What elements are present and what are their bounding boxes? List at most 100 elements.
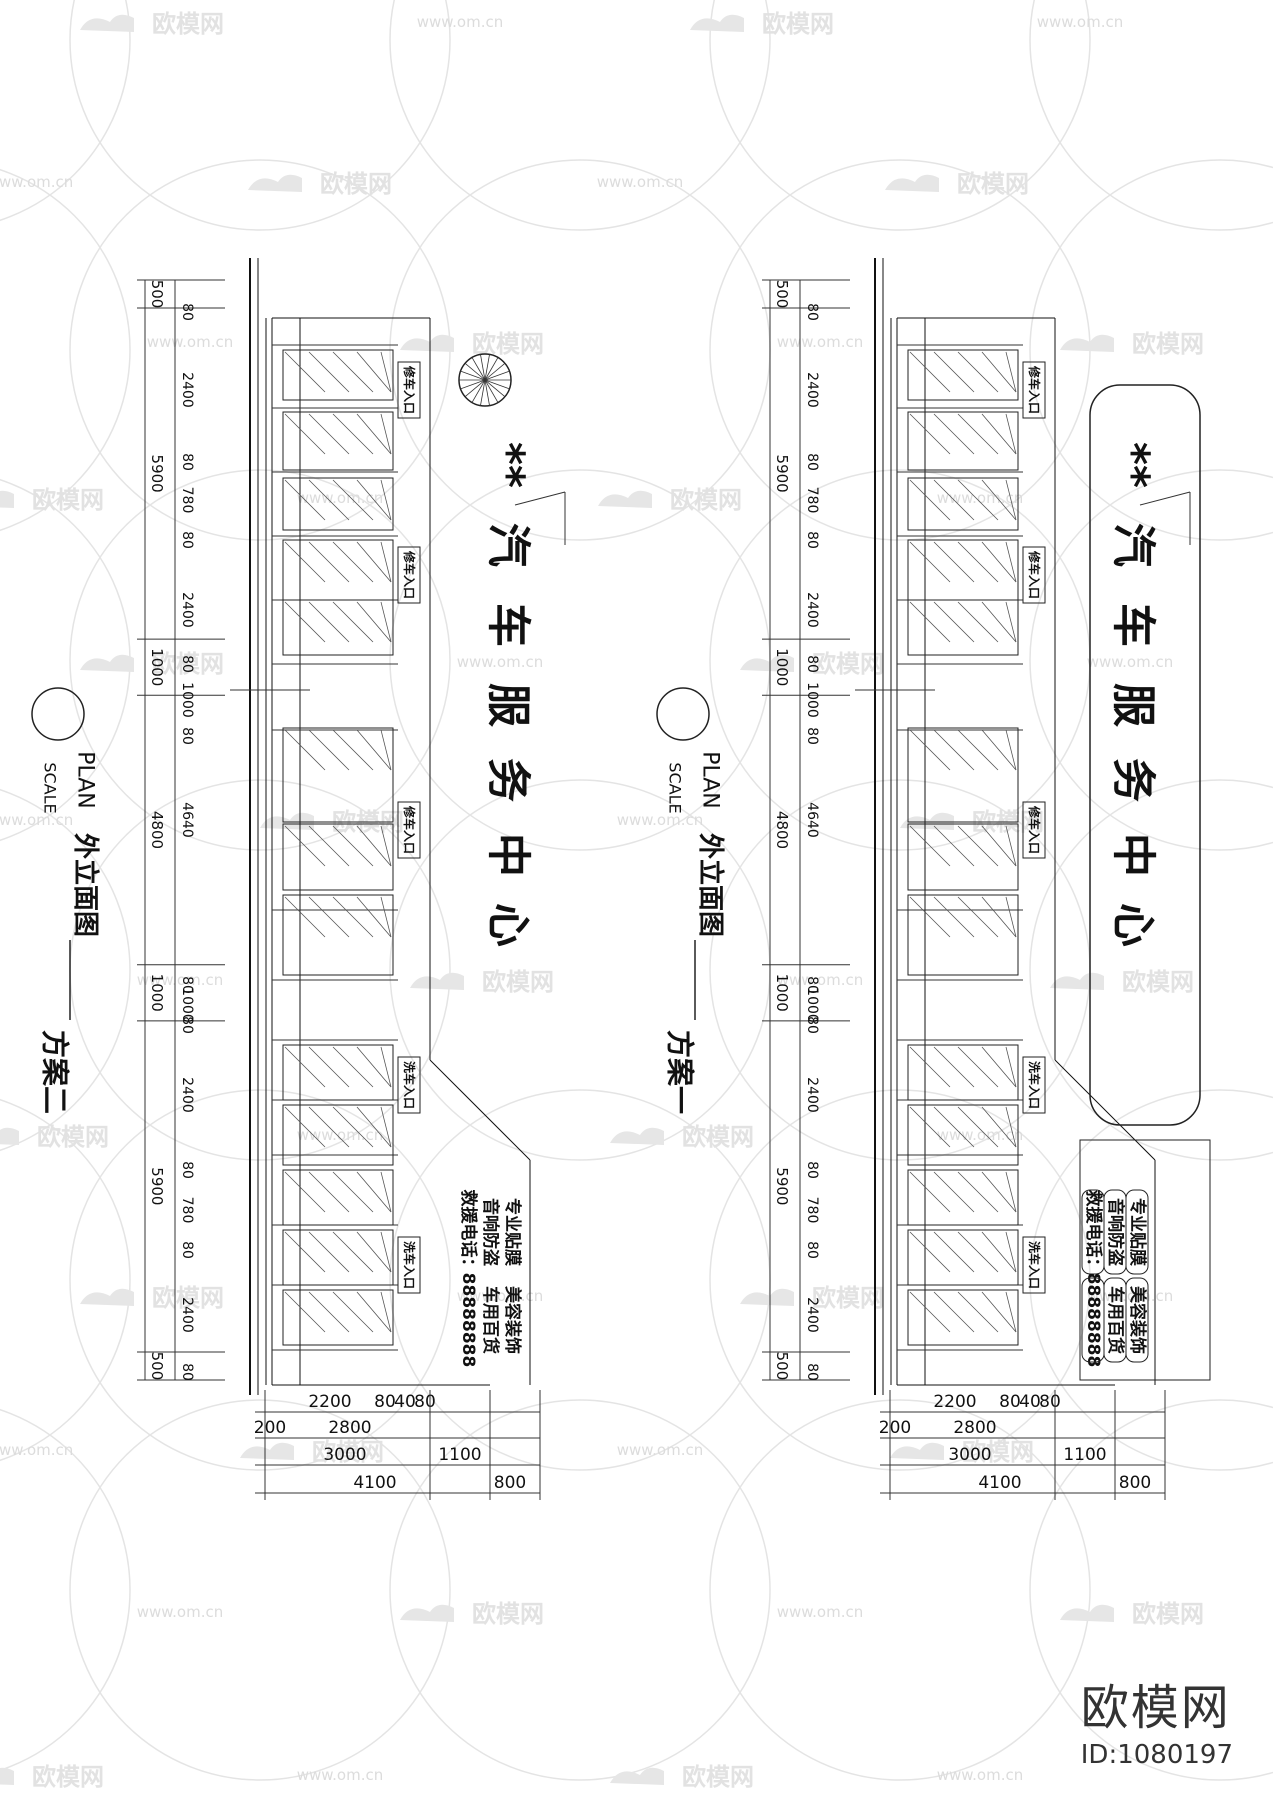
entry-label-frame	[397, 546, 421, 604]
dimension-label: 200	[254, 1418, 286, 1438]
glass-hatch	[380, 825, 392, 867]
glass-hatch	[957, 1106, 999, 1148]
glass-hatch	[308, 413, 350, 455]
glass-hatch	[1005, 729, 1017, 771]
dimension-label: 200	[879, 1418, 911, 1438]
glass-hatch	[380, 1171, 392, 1213]
glass-hatch	[981, 601, 1017, 643]
glass-hatch	[1005, 351, 1017, 393]
glass-door-panel	[907, 599, 1019, 656]
glass-hatch	[380, 601, 392, 643]
watermark-arc	[709, 1089, 1091, 1471]
glass-hatch	[332, 1231, 374, 1273]
dimension-label: 80	[179, 531, 195, 549]
watermark-arc	[1029, 0, 1273, 231]
watermark-arc	[709, 1399, 1091, 1781]
glass-hatch	[308, 479, 350, 521]
glass-hatch	[356, 1231, 392, 1273]
sign-char: 务	[1108, 758, 1159, 802]
wheel-spoke	[480, 379, 486, 406]
slant-line	[429, 1059, 531, 1161]
dimension-label: 1000	[804, 682, 820, 718]
glass-hatch	[957, 1231, 999, 1273]
entry-label-frame	[1022, 1056, 1046, 1114]
service-board-frame	[1079, 1139, 1211, 1381]
watermark-arc	[69, 1399, 451, 1781]
sign-char: 务	[483, 758, 534, 802]
glass-hatch	[332, 479, 374, 521]
entry-label: 洗车入口	[402, 1061, 417, 1109]
dimension-label: 40	[394, 1392, 416, 1412]
watermark-arc	[1029, 1399, 1273, 1781]
watermark-url: www.om.cn	[417, 13, 504, 31]
service-text: 救援电话：	[458, 1190, 479, 1275]
watermark-logo-icon	[80, 1288, 134, 1306]
glass-hatch	[380, 896, 392, 938]
watermark-url: www.om.cn	[777, 1603, 864, 1621]
watermark-logo-icon	[1050, 972, 1104, 990]
service-text: 专业贴膜	[502, 1198, 523, 1266]
dimension-label: 5900	[148, 1167, 166, 1205]
entry-label-frame	[397, 1236, 421, 1294]
glass-hatch	[356, 541, 392, 583]
glass-door-panel	[907, 1229, 1019, 1286]
glass-hatch	[308, 541, 350, 583]
watermark-logo-icon	[900, 812, 954, 830]
watermark-url: www.om.cn	[617, 811, 704, 829]
entry-label-frame	[1022, 361, 1046, 419]
dimension-label: 1100	[438, 1445, 481, 1465]
watermark-brand: 欧模网	[682, 1123, 754, 1151]
glass-hatch	[332, 413, 374, 455]
glass-hatch	[933, 541, 975, 583]
watermark-brand: 欧模网	[682, 1763, 754, 1791]
watermark-url: www.om.cn	[0, 1441, 73, 1459]
watermark-brand: 欧模网	[152, 650, 224, 678]
leader-line	[514, 491, 566, 506]
watermark-brand: 欧模网	[152, 1284, 224, 1312]
watermark-logo-icon	[690, 14, 744, 32]
glass-hatch	[957, 351, 999, 393]
glass-hatch	[933, 601, 975, 643]
dimension-label: 2200	[308, 1392, 351, 1412]
watermark-logo-icon	[740, 654, 794, 672]
glass-hatch	[909, 351, 951, 393]
entry-label: 洗车入口	[1027, 1241, 1042, 1289]
glass-door-panel	[907, 894, 1019, 976]
dimension-label: 780	[179, 1197, 195, 1224]
sign-board-frame	[1089, 384, 1201, 1126]
brand-mark: 欧模网 ID:1080197	[1081, 1668, 1233, 1770]
glass-hatch	[909, 896, 951, 938]
watermark-logo-icon	[0, 1767, 14, 1785]
dimension-label: 80	[179, 1241, 195, 1259]
glass-hatch	[909, 825, 951, 867]
watermark-logo-icon	[740, 1288, 794, 1306]
glass-hatch	[957, 413, 999, 455]
scheme-title: 方案二	[39, 1030, 72, 1114]
watermark-logo-icon	[1060, 334, 1114, 352]
sign-stars: **	[483, 442, 534, 488]
service-text: 专业贴膜	[1127, 1198, 1148, 1266]
glass-hatch	[380, 1291, 392, 1333]
glass-hatch	[933, 1046, 975, 1088]
watermark-url: www.om.cn	[0, 173, 73, 191]
glass-hatch	[308, 896, 350, 938]
wheel-spoke	[484, 379, 499, 403]
dimension-label: 80	[804, 727, 820, 745]
dimension-label: 80	[414, 1392, 436, 1412]
watermark-brand: 欧模网	[1132, 330, 1204, 358]
watermark-logo-icon	[260, 812, 314, 830]
glass-hatch	[909, 413, 951, 455]
scheme-title: 方案一	[664, 1030, 697, 1114]
glass-hatch	[284, 541, 326, 583]
dimension-label: 80	[804, 531, 820, 549]
watermark-brand: 欧模网	[482, 968, 554, 996]
wheel-spoke	[484, 354, 490, 381]
dimension-label: 4100	[353, 1473, 396, 1493]
glass-hatch	[284, 729, 326, 771]
glass-door-panel	[907, 411, 1019, 471]
wheel-spoke	[484, 357, 499, 381]
scale-label: SCALE	[666, 762, 685, 813]
glass-hatch	[332, 541, 374, 583]
dimension-label: 80	[179, 453, 195, 471]
glass-hatch	[332, 729, 374, 771]
